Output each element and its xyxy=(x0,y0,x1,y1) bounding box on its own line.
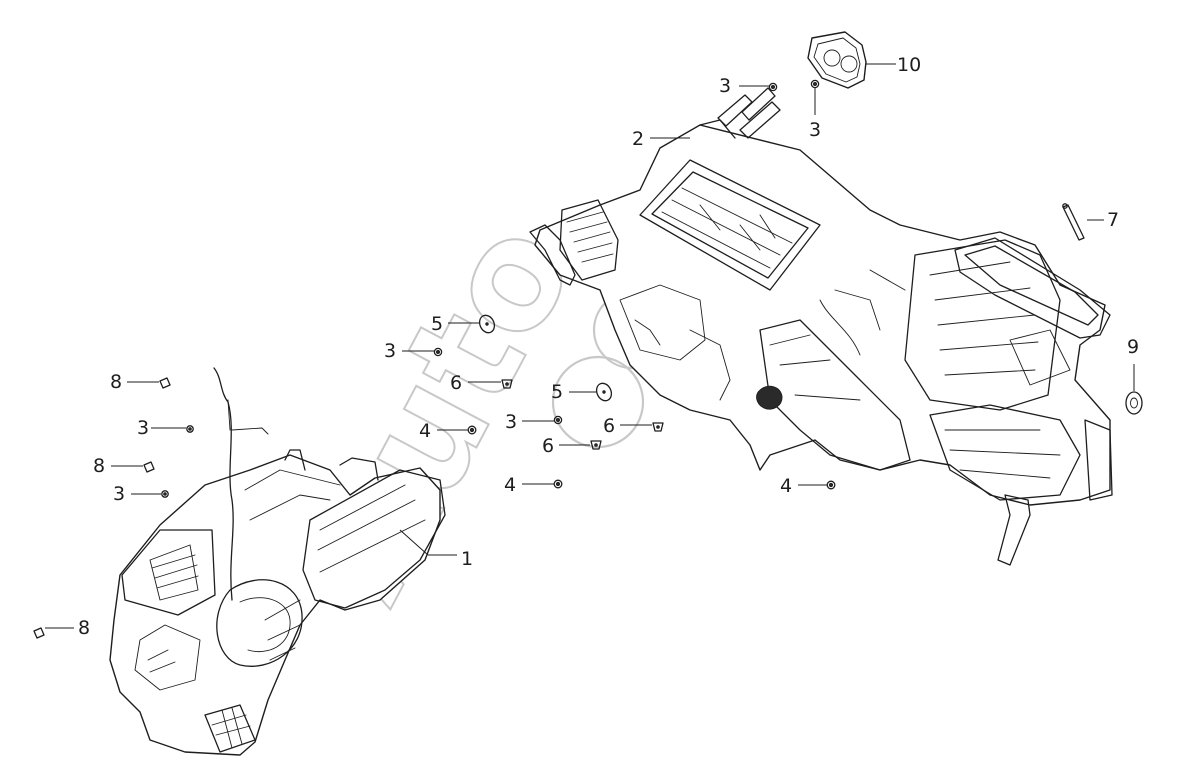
callout-3: 3 xyxy=(719,75,731,97)
callout-3: 3 xyxy=(137,417,149,439)
callout-3: 3 xyxy=(505,411,517,433)
callout-5: 5 xyxy=(431,313,443,335)
callout-10: 10 xyxy=(897,54,921,76)
callout-3: 3 xyxy=(384,340,396,362)
callout-1: 1 xyxy=(461,548,473,570)
clip-part-8 xyxy=(33,377,171,639)
disc-part-5 xyxy=(478,314,613,402)
callout-6: 6 xyxy=(603,415,615,437)
callout-4: 4 xyxy=(504,474,516,496)
callout-3: 3 xyxy=(113,483,125,505)
callout-6: 6 xyxy=(542,435,554,457)
watermark-ring xyxy=(551,355,645,449)
heater-blower-unit-lower xyxy=(109,367,446,756)
callout-9: 9 xyxy=(1127,336,1139,358)
callout-6: 6 xyxy=(450,372,462,394)
callout-4: 4 xyxy=(419,420,431,442)
grommet-part-9 xyxy=(1125,391,1143,415)
callout-8: 8 xyxy=(93,455,105,477)
nut-part-3 xyxy=(161,79,820,498)
hardware-parts xyxy=(33,79,1143,639)
callout-3: 3 xyxy=(809,119,821,141)
callout-8: 8 xyxy=(110,371,122,393)
hvac-module-upper xyxy=(529,87,1113,566)
screw-part-6 xyxy=(501,379,664,450)
callout-5: 5 xyxy=(551,381,563,403)
callouts: 1 2 3 3 3 3 3 3 4 4 4 5 5 6 6 6 7 8 8 8 … xyxy=(78,54,1139,639)
callout-2: 2 xyxy=(632,128,644,150)
leader-lines xyxy=(45,63,1135,629)
callout-7: 7 xyxy=(1107,209,1119,231)
nut-part-4 xyxy=(467,425,836,490)
callout-8: 8 xyxy=(78,617,90,639)
callout-4: 4 xyxy=(780,475,792,497)
pin-part-7 xyxy=(1062,203,1085,241)
pipe-gasket-plate xyxy=(807,31,867,89)
